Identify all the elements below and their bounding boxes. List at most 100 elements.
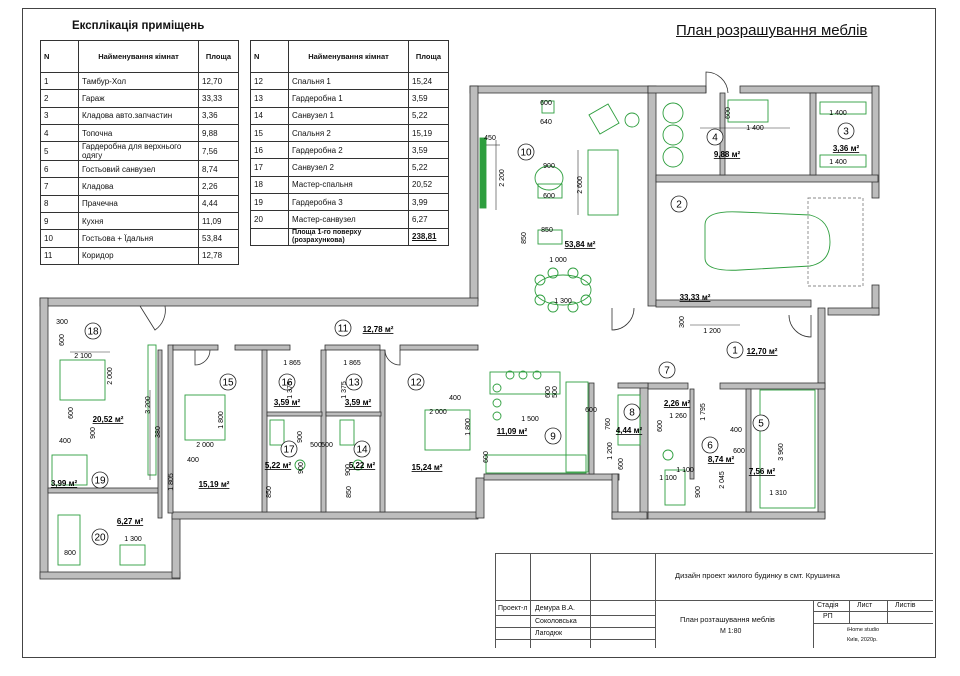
dimension-label: 1 375 xyxy=(287,381,294,399)
rug xyxy=(534,165,564,191)
doors xyxy=(139,71,812,366)
dimension-label: 1 000 xyxy=(549,257,567,264)
room-number-marker xyxy=(91,528,109,546)
room-number-marker xyxy=(837,122,855,140)
room-number: 14 xyxy=(356,445,368,456)
cell-name: Коридор xyxy=(78,246,199,265)
wall xyxy=(871,85,880,199)
room-number: 19 xyxy=(94,476,106,487)
sofa xyxy=(587,149,619,216)
stage-label: Стадія xyxy=(817,602,839,609)
studio: iHome studio xyxy=(847,627,880,633)
dimension-label: 900 xyxy=(90,427,97,439)
wall xyxy=(39,297,49,579)
scale: М 1:80 xyxy=(720,628,742,635)
dimension-label: 850 xyxy=(346,486,353,498)
wall xyxy=(639,382,649,520)
dimension-label: 1 400 xyxy=(746,125,764,132)
room-number: 20 xyxy=(94,533,106,544)
room-area: 53,84 м² xyxy=(565,240,596,249)
dimension-label: 2 000 xyxy=(107,367,114,385)
wardrobe xyxy=(147,344,157,476)
dimension-label: 400 xyxy=(449,395,461,402)
room-number-marker xyxy=(84,322,102,340)
dimension-label: 600 xyxy=(59,334,66,346)
boiler-tank xyxy=(662,124,684,146)
dimension-label: 1 200 xyxy=(607,442,614,460)
kitchen-counter xyxy=(485,454,587,474)
room-number-marker xyxy=(623,403,641,421)
dimension-label: 1 865 xyxy=(343,360,361,367)
dimension-label: 850 xyxy=(521,232,528,244)
dimension-label: 1 260 xyxy=(669,413,687,420)
room-number-marker xyxy=(670,195,688,213)
room-number: 4 xyxy=(712,133,718,144)
room-number-marker xyxy=(91,471,109,489)
dimension-label: 600 xyxy=(725,107,732,119)
boiler-tank xyxy=(662,102,684,124)
room-number: 15 xyxy=(222,378,234,389)
room-number-marker xyxy=(517,143,535,161)
wall xyxy=(647,85,657,307)
dimension-lines xyxy=(70,127,790,480)
dimension-label: 400 xyxy=(59,438,71,445)
plant xyxy=(624,112,640,128)
table-header-row: N Найменування кімнат Площа xyxy=(250,40,449,73)
dining-chairs xyxy=(534,267,592,313)
wall xyxy=(588,382,595,475)
room-number: 10 xyxy=(520,148,532,159)
cell-area: 9,88 xyxy=(198,123,239,143)
project-name: Дизайн проект жилого будинку в смт. Круш… xyxy=(675,571,840,580)
room-number: 9 xyxy=(550,432,556,443)
wall xyxy=(324,344,381,351)
wall xyxy=(639,511,826,520)
bar-stools xyxy=(492,370,542,421)
total-row: Площа 1-го поверху (розрахункова) 238,81 xyxy=(250,227,449,246)
room-area: 3,59 м² xyxy=(274,398,301,407)
room-number-marker xyxy=(345,373,363,391)
wall xyxy=(617,382,649,389)
dimension-label: 600 xyxy=(68,407,75,419)
door xyxy=(705,71,729,94)
window-plant xyxy=(541,100,555,114)
wall xyxy=(817,307,826,389)
garage-door xyxy=(807,197,864,287)
role-name-0: Демура В.А. xyxy=(535,605,575,612)
room-number-marker xyxy=(658,361,676,379)
room-area: 20,52 м² xyxy=(93,415,124,424)
room-area: 3,59 м² xyxy=(345,398,372,407)
role-name-2: Лагодюк xyxy=(535,630,563,637)
shower xyxy=(339,419,355,446)
dimension-label: 1 310 xyxy=(769,490,787,497)
dimension-label: 900 xyxy=(345,464,352,476)
header-n: N xyxy=(250,40,289,73)
wall xyxy=(171,515,181,579)
plan-title: План розрашування меблів xyxy=(676,22,868,39)
dimension-label: 900 xyxy=(297,431,304,443)
room-number: 8 xyxy=(629,408,635,419)
dimension-label: 600 xyxy=(543,193,555,200)
room-number-marker xyxy=(407,373,425,391)
room-number-marker xyxy=(544,427,562,445)
room-area: 2,26 м² xyxy=(664,399,691,408)
header-area: Площа xyxy=(408,40,449,73)
room-area: 5,22 м² xyxy=(265,461,292,470)
wall xyxy=(719,382,826,390)
dimension-label: 640 xyxy=(540,119,552,126)
dimension-label: 500 xyxy=(321,442,333,449)
sheet-name: План розташування меблів xyxy=(680,615,775,624)
total-value: 238,81 xyxy=(408,227,449,246)
cloak-wardrobe xyxy=(759,389,816,509)
dimension-label: 900 xyxy=(543,163,555,170)
wall xyxy=(320,349,327,513)
wall xyxy=(611,511,648,520)
dimension-label: 1 795 xyxy=(700,403,707,421)
car xyxy=(704,211,831,271)
wall xyxy=(745,388,752,513)
dimension-label: 1 865 xyxy=(283,360,301,367)
